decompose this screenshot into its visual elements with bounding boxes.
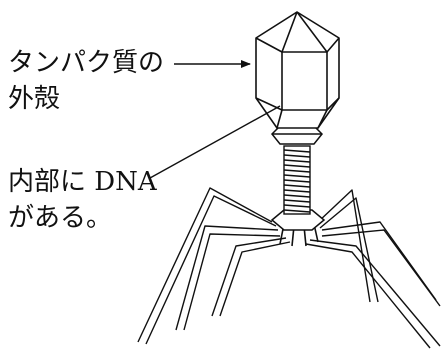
dna-label-line-1: 内部に DNA [8,165,157,199]
capsid-label-line-1: タンパク質の [8,46,164,80]
capsid-label-line-2: 外殻 [8,82,60,116]
dna-pointer-line [150,106,280,178]
dna-label-line-2: がある。 [8,201,112,235]
tail-sheath [284,146,310,214]
capsid-head [256,12,339,128]
